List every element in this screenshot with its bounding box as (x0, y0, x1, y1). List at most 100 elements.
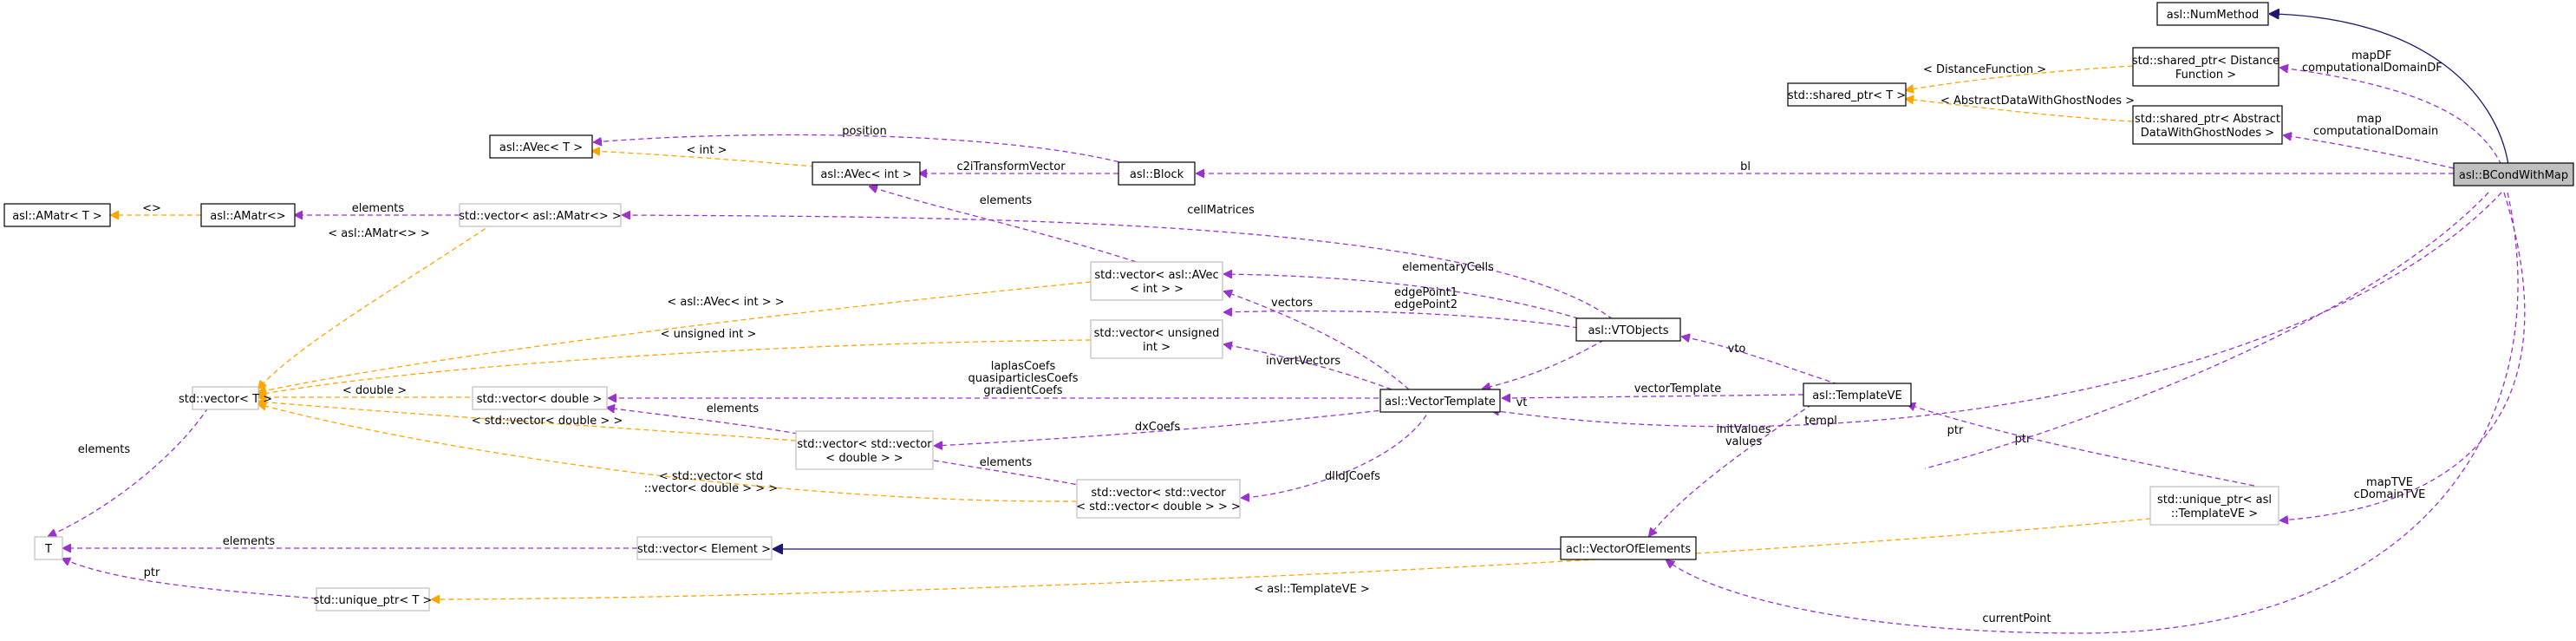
node-shared-distance[interactable]: std::shared_ptr< Distance Function > (2132, 47, 2279, 87)
node-vector-t[interactable]: std::vector< T > (179, 386, 272, 410)
edge-vectortemplate: vectorTemplate (1503, 383, 1804, 398)
node-vectortemplate[interactable]: asl::VectorTemplate (1379, 389, 1501, 413)
edge-label-initvalues-1: initValues (1716, 423, 1771, 436)
edge-coefs: laplasCoefs quasiparticlesCoefs gradient… (609, 360, 1379, 398)
edge-label-dlldcoefs: dlldJCoefs (1325, 470, 1380, 483)
node-bcondwithmap[interactable]: asl::BCondWithMap (2453, 162, 2574, 186)
edge-label-unsigned-int: < unsigned int > (661, 328, 757, 341)
svg-text:asl::AMatr< T >: asl::AMatr< T > (12, 210, 102, 223)
edge-label-vectortemplate: vectorTemplate (1634, 383, 1722, 396)
edge-c2i: c2iTransformVector (919, 160, 1118, 173)
edge-label-int: < int > (687, 144, 727, 157)
svg-text:std::shared_ptr< Abstract: std::shared_ptr< Abstract (2135, 113, 2280, 126)
edge-avecint-vec: < asl::AVec< int > > (258, 281, 1092, 392)
node-vector-unsigned[interactable]: std::vector< unsigned int > (1090, 319, 1223, 359)
node-block[interactable]: asl::Block (1118, 161, 1196, 186)
edge-amatr-template: <> (111, 202, 201, 215)
svg-text:std::shared_ptr< T >: std::shared_ptr< T > (1788, 89, 1906, 102)
svg-text:::TemplateVE >: ::TemplateVE > (2171, 507, 2258, 520)
edge-label-elements-t: elements (223, 535, 276, 548)
svg-text:acl::VectorOfElements: acl::VectorOfElements (1566, 543, 1692, 556)
svg-text:asl::AMatr<>: asl::AMatr<> (210, 210, 285, 223)
svg-text:asl::VTObjects: asl::VTObjects (1588, 324, 1668, 337)
edge-label-vectors: vectors (1271, 297, 1313, 310)
edge-dlldcoefs: dlldJCoefs (1242, 407, 1431, 498)
edge-label-avecint-vec: < asl::AVec< int > > (667, 296, 784, 309)
edge-templateve-tpl: < asl::TemplateVE > (432, 507, 2255, 599)
edge-elements-t: elements (63, 535, 637, 548)
node-avec-t[interactable]: asl::AVec< T > (489, 134, 593, 159)
node-vector-double[interactable]: std::vector< double > (472, 386, 608, 410)
edge-vt: vt (1483, 339, 1605, 409)
edge-label-elements-doublevec: elements (980, 456, 1033, 469)
edge-double: < double > (258, 384, 470, 397)
edge-label-vto: vto (1728, 343, 1746, 356)
node-vector-amatr[interactable]: std::vector< asl::AMatr<> > (459, 203, 622, 227)
edge-cellmatrices: cellMatrices (623, 204, 1614, 320)
edge-elementarycells: elementaryCells (1224, 261, 1588, 322)
edge-label-initvalues-2: values (1725, 435, 1763, 448)
node-amatr[interactable]: asl::AMatr<> (200, 203, 296, 227)
edge-label-position: position (842, 125, 887, 138)
node-vtobjects[interactable]: asl::VTObjects (1575, 317, 1681, 342)
node-unique-t[interactable]: std::unique_ptr< T > (314, 587, 433, 612)
svg-text:< std::vector< double > > >: < std::vector< double > > > (1076, 500, 1241, 513)
node-nummethod[interactable]: asl::NumMethod (2156, 2, 2269, 26)
svg-text:std::unique_ptr< T >: std::unique_ptr< T > (314, 594, 433, 607)
edge-edgepoints: edgePoint1 edgePoint2 (1224, 286, 1579, 329)
edge-initvalues: initValues values (1649, 403, 1813, 536)
edge-label-double: < double > (342, 384, 407, 397)
edge-elements-amatr: elements (295, 202, 460, 215)
svg-text:Function >: Function > (2175, 69, 2236, 82)
edge-label-currentpoint: currentPoint (1982, 612, 2051, 625)
svg-text:< int > >: < int > > (1130, 283, 1184, 296)
node-templateve[interactable]: asl::TemplateVE (1803, 383, 1912, 407)
edge-inherit-nummethod (2270, 14, 2509, 166)
edge-elements-avec: elements (870, 186, 1145, 265)
node-unique-templateve[interactable]: std::unique_ptr< asl ::TemplateVE > (2149, 486, 2279, 526)
edge-vto: vto (1682, 337, 1839, 385)
edge-invertvectors: invertVectors (1224, 344, 1392, 390)
edge-label-cellmatrices: cellMatrices (1187, 204, 1255, 217)
edge-bl: bl (1197, 160, 2454, 173)
svg-text:std::vector< Element >: std::vector< Element > (637, 543, 771, 556)
edge-label-mapdf-1: mapDF (2351, 49, 2391, 62)
node-vector-avec[interactable]: std::vector< asl::AVec < int > > (1090, 261, 1223, 301)
edge-label-vecdouble-tpl: < std::vector< double > > (472, 415, 623, 428)
svg-text:asl::Block: asl::Block (1130, 168, 1184, 181)
svg-text:std::vector< unsigned: std::vector< unsigned (1094, 327, 1220, 340)
edge-ptr-templateve: ptr (1908, 404, 2255, 487)
node-avec-int[interactable]: asl::AVec< int > (812, 161, 921, 186)
svg-text:asl::TemplateVE: asl::TemplateVE (1812, 389, 1902, 402)
edge-amatr-vec: < asl::AMatr<> > (258, 223, 493, 389)
edge-elements-doublevec: elements (919, 456, 1111, 492)
edge-label-bl: bl (1740, 160, 1751, 173)
node-amatr-t[interactable]: asl::AMatr< T > (3, 203, 111, 227)
edge-label-mapdf-2: computationalDomainDF (2302, 62, 2442, 75)
node-shared-abstract[interactable]: std::shared_ptr< Abstract DataWithGhostN… (2132, 105, 2283, 145)
edge-label-coefs-3: gradientCoefs (983, 384, 1062, 397)
edge-ptr-t: ptr (62, 559, 317, 599)
node-shared-t[interactable]: std::shared_ptr< T > (1787, 82, 1907, 107)
edge-mapdf: mapDF computationalDomainDF (2280, 49, 2502, 166)
edge-elements-vect: elements (49, 407, 209, 536)
edge-label-map-2: computationalDomain (2313, 125, 2438, 138)
edge-vecvec-tpl: < std::vector< std ::vector< double > > … (258, 404, 1078, 502)
svg-text:std::vector< asl::AMatr<> >: std::vector< asl::AMatr<> > (459, 210, 622, 223)
node-vectorofelements[interactable]: acl::VectorOfElements (1560, 536, 1697, 560)
edge-unsigned-int: < unsigned int > (258, 328, 1092, 395)
node-vector-vector-double[interactable]: std::vector< std::vector < double > > (795, 430, 934, 470)
node-vector-vector-vector-double[interactable]: std::vector< std::vector < std::vector< … (1076, 479, 1241, 519)
edge-label-elements-double: elements (707, 402, 760, 415)
edge-distance-function: < DistanceFunction > (1906, 63, 2134, 90)
node-t[interactable]: T (34, 536, 63, 560)
svg-text:asl::AVec< int >: asl::AVec< int > (820, 168, 911, 181)
edge-label-templateve-tpl: < asl::TemplateVE > (1254, 583, 1370, 596)
edge-label-vecvec-tpl-2: ::vector< double > > > (644, 482, 778, 495)
edge-label-elements-avec: elements (980, 194, 1033, 207)
svg-text:T: T (44, 543, 52, 556)
node-vector-element[interactable]: std::vector< Element > (636, 536, 773, 560)
svg-text:asl::AVec< T >: asl::AVec< T > (499, 141, 583, 154)
svg-text:asl::NumMethod: asl::NumMethod (2167, 9, 2260, 22)
